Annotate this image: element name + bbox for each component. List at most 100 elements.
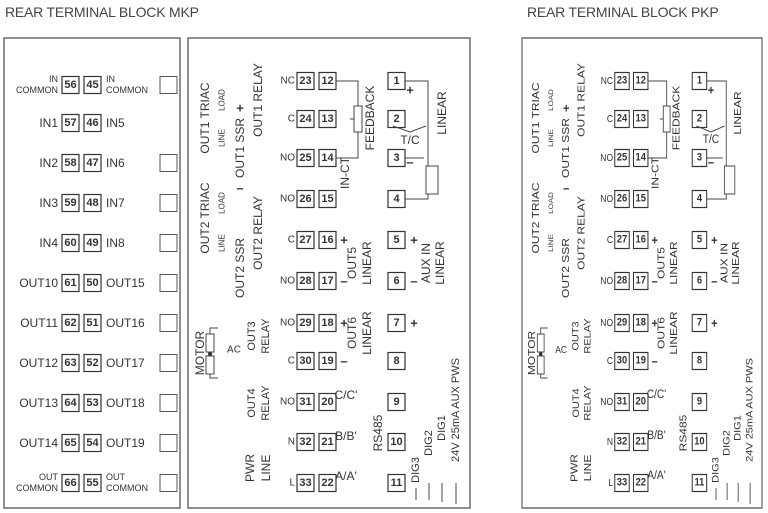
checkbox[interactable] (159, 76, 178, 94)
terminal-30-box (296, 351, 315, 371)
terminal-19: 19 (636, 355, 647, 367)
out5-label: OUT5 (345, 247, 359, 279)
out5-label: OUT5 (656, 247, 667, 279)
terminal-51: 51 (86, 317, 98, 329)
terminal-26: 26 (617, 193, 628, 205)
terminal-27: 27 (617, 234, 628, 246)
dig2-label: DIG2 (423, 430, 435, 456)
out1-relay-label: OUT1 RELAY (576, 63, 587, 137)
aux-linear-label: LINEAR (731, 241, 742, 284)
checkbox[interactable] (159, 194, 178, 212)
terminal-8: 8 (697, 355, 702, 367)
rtd-icon (724, 165, 736, 195)
terminal-31-box (614, 392, 630, 412)
terminal-22-box (632, 473, 649, 493)
input-label-right: IN7 (106, 196, 125, 210)
sign-minus: – (652, 273, 658, 288)
terminal-21-box (632, 432, 649, 452)
terminal-25: 25 (617, 152, 628, 164)
checkbox[interactable] (159, 314, 178, 332)
load1-label: LOAD (218, 89, 227, 111)
aux-in-label: AUX IN (419, 243, 433, 283)
terminal-23-box (296, 71, 315, 91)
terminal-25-box (296, 148, 315, 168)
checkbox[interactable] (159, 354, 178, 372)
motor-junction-icon (539, 352, 543, 356)
out1-ssr-label: OUT1 SSR (561, 118, 572, 178)
terminal-24: 24 (299, 113, 312, 125)
checkbox[interactable] (159, 154, 178, 172)
checkbox[interactable] (159, 474, 178, 492)
terminal-32: 32 (617, 436, 628, 448)
terminal-46-box (83, 113, 102, 133)
out3-label: OUT3 (246, 321, 258, 350)
motor-winding-icon (536, 355, 545, 375)
terminal-32-box (614, 432, 630, 452)
terminal-32: 32 (299, 436, 311, 448)
input-block-frame (3, 37, 181, 509)
terminal-47: 47 (86, 157, 98, 169)
terminal-61-box (61, 273, 80, 293)
tc-label: T/C (400, 133, 420, 147)
thermocouple-icon (696, 125, 725, 133)
contact-label: C (288, 356, 295, 367)
terminal-64-box (61, 393, 80, 413)
terminal-10-box (691, 432, 708, 452)
terminal-17-box (318, 271, 337, 291)
out3-relay-label: RELAY (260, 318, 272, 354)
terminal-61: 61 (64, 277, 76, 289)
linear-top-label: LINEAR (435, 91, 449, 135)
sign-plus: + (563, 100, 569, 115)
terminal-18: 18 (321, 317, 333, 329)
line1-label: LINE (218, 129, 227, 147)
terminal-9-box (387, 392, 406, 412)
in-ct-label: IN-CT (338, 156, 352, 189)
checkbox[interactable] (159, 234, 178, 252)
terminal-10: 10 (694, 436, 705, 448)
terminal-18: 18 (636, 317, 647, 329)
terminal-65: 65 (64, 437, 76, 449)
terminal-13: 13 (636, 113, 647, 125)
input-label-left: IN4 (39, 236, 58, 250)
terminal-66-box (61, 473, 80, 493)
input-label-right: OUT16 (106, 316, 145, 330)
contact-label: NO (600, 276, 613, 287)
terminal-58-box (61, 153, 80, 173)
terminal-53-box (83, 393, 102, 413)
terminal-52-box (83, 353, 102, 373)
out2-triac-label: OUT2 TRIAC (198, 182, 212, 253)
terminal-10-box (387, 432, 406, 452)
terminal-8-box (387, 351, 406, 371)
input-label-right: IN8 (106, 236, 125, 250)
terminal-4: 4 (393, 193, 400, 205)
terminal-33-box (296, 473, 315, 493)
dig-wiring (715, 483, 751, 504)
sign-plus: + (340, 233, 348, 248)
panel-frame (521, 37, 763, 509)
terminal-17-box (632, 271, 649, 291)
feedback-label: FEEDBACK (363, 86, 377, 151)
checkbox[interactable] (159, 434, 178, 452)
terminal-54-box (83, 433, 102, 453)
terminal-45: 45 (86, 79, 98, 91)
motor-winding-icon (205, 355, 215, 375)
input-label-right: OUT17 (106, 356, 145, 370)
terminal-59: 59 (64, 197, 76, 209)
contact-label: NO (600, 397, 613, 408)
input-label-left: OUT11 (20, 316, 58, 330)
terminal-17: 17 (321, 275, 333, 287)
checkbox[interactable] (159, 394, 178, 412)
terminal-21: 21 (321, 436, 333, 448)
rs485-label: RS485 (678, 415, 689, 452)
terminal-62: 62 (64, 317, 76, 329)
terminal-5-box (691, 230, 708, 250)
line2-label: LINE (218, 234, 227, 252)
terminal-7-box (691, 313, 708, 333)
sign-plus: + (708, 82, 714, 97)
terminal-8-box (691, 351, 708, 371)
contact-label: L (289, 478, 295, 489)
pwr-label: PWR (569, 454, 580, 482)
terminal-5: 5 (393, 234, 399, 246)
checkbox[interactable] (159, 274, 178, 292)
contact-label: NO (600, 318, 613, 329)
